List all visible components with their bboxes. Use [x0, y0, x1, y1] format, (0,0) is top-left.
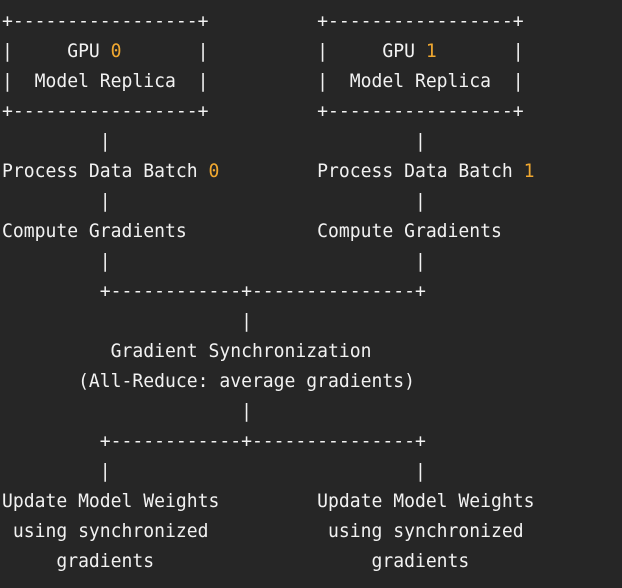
- line-10-merge-junction: +------------+---------------+: [2, 280, 426, 302]
- line-08-compute-gradients: Compute Gradients Compute Gradients: [2, 220, 502, 242]
- line-11-connector: |: [2, 310, 252, 332]
- line-05-connector: | |: [2, 130, 426, 152]
- line-18-using-synchronized: using synchronized using synchronized: [2, 520, 524, 542]
- line-17-update-weights: Update Model Weights Update Model Weight…: [2, 490, 535, 512]
- line-02-gpu-label: | GPU 0 | | GPU 1 |: [2, 40, 524, 62]
- line-13-all-reduce: (All-Reduce: average gradients): [2, 370, 415, 392]
- line-01-box-top: +-----------------+ +-----------------+: [2, 10, 524, 32]
- line-12-gradient-sync: Gradient Synchronization: [2, 340, 372, 362]
- numeric-literal: 0: [110, 40, 122, 62]
- line-15-split-junction: +------------+---------------+: [2, 430, 426, 452]
- line-03-model-replica: | Model Replica | | Model Replica |: [2, 70, 524, 92]
- numeric-literal: 0: [208, 160, 220, 182]
- line-06-process-batch: Process Data Batch 0 Process Data Batch …: [2, 160, 535, 182]
- line-04-box-bottom: +-----------------+ +-----------------+: [2, 100, 524, 122]
- line-19-gradients: gradients gradients: [2, 550, 470, 572]
- line-09-connector: | |: [2, 250, 426, 272]
- numeric-literal: 1: [425, 40, 437, 62]
- line-16-connector: | |: [2, 460, 426, 482]
- line-07-connector: | |: [2, 190, 426, 212]
- line-14-connector: |: [2, 400, 252, 422]
- numeric-literal: 1: [523, 160, 535, 182]
